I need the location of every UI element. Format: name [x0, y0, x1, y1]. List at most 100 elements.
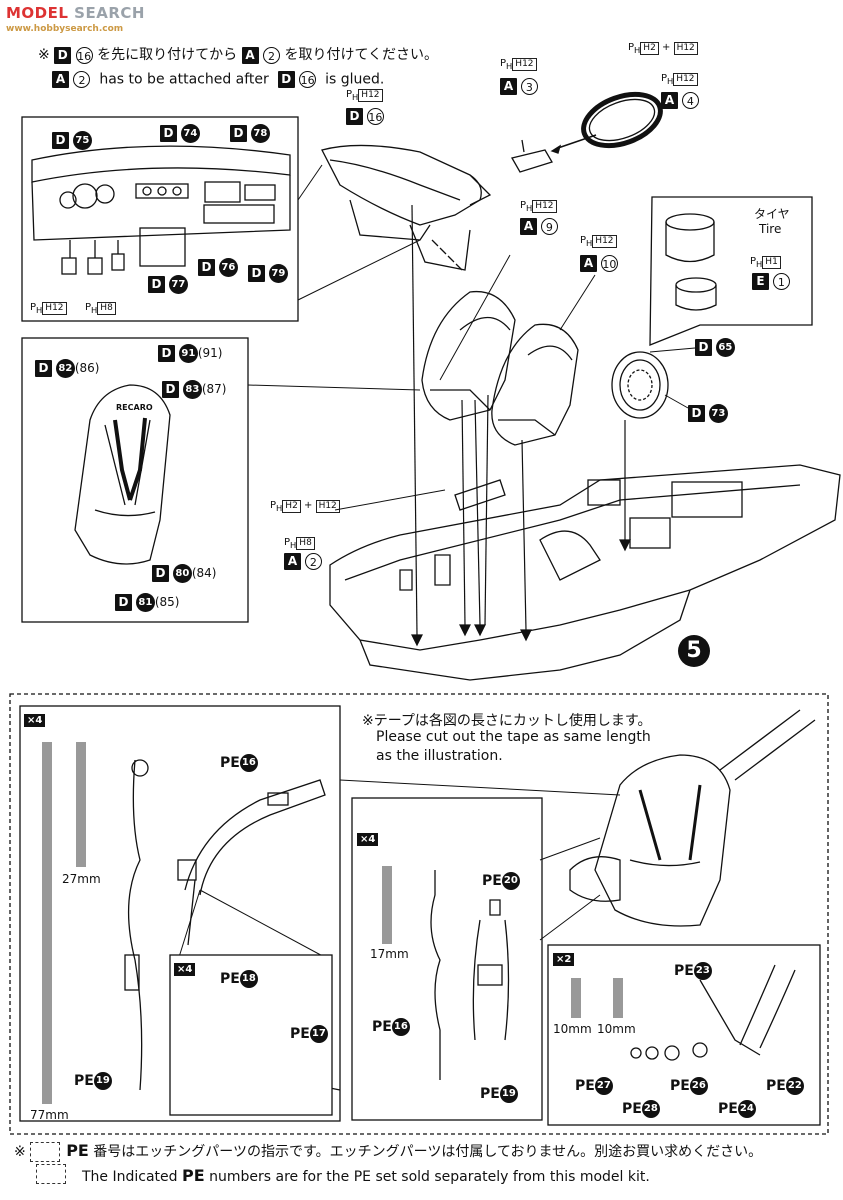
length-label: 27mm [62, 872, 101, 886]
multiplier-badge: ×4 [357, 833, 379, 846]
part-label-d81: D 81(85) [115, 593, 179, 612]
assembly-arrows [334, 204, 631, 647]
dashboard-drawing [321, 144, 492, 271]
part-label-d76: D 76 [198, 258, 238, 277]
tape-77mm [42, 742, 52, 1104]
note-mark: ※ [14, 1144, 26, 1160]
bottom-note-jp: ※ PE 番号はエッチングパーツの指示です。エッチングパーツは付属しておりません… [14, 1141, 762, 1162]
length-label: 10mm [553, 1022, 592, 1036]
seats-drawing [421, 290, 579, 446]
part-label-d82: D 82(86) [35, 359, 99, 378]
part-letter: D [277, 71, 295, 88]
multiplier-badge: ×4 [24, 714, 46, 727]
note-text: を先に取り付けてから [97, 47, 238, 63]
watermark-text: SEARCH [74, 4, 145, 22]
part-number: 2 [263, 46, 280, 64]
tape-10mm [613, 978, 623, 1018]
note-mark: ※ [38, 47, 50, 63]
tire-detail-box [611, 196, 813, 419]
part-letter: D [54, 46, 72, 64]
note-text: is glued. [325, 71, 385, 88]
seat-brand: RECARO [116, 403, 153, 412]
tire-label-en: Tire [759, 222, 782, 236]
pe-mark: PE [66, 1141, 89, 1160]
multiplier-badge: ×4 [174, 963, 196, 976]
pe-dashed-box [36, 1164, 66, 1184]
pe-dashed-box [30, 1142, 61, 1162]
part-label-d74: D 74 [160, 124, 200, 143]
length-label: 10mm [597, 1022, 636, 1036]
note-text: The Indicated [82, 1169, 178, 1185]
watermark-url: www.hobbysearch.com [6, 24, 124, 34]
part-label-d83: D 83(87) [162, 380, 226, 399]
part-label-d91: D 91(91) [158, 344, 222, 363]
pe-seat-drawing [569, 709, 816, 927]
note-text: を取り付けてください。 [284, 47, 439, 63]
length-label: 17mm [370, 947, 409, 961]
part-label-d78: D 78 [230, 124, 270, 143]
length-label: 77mm [30, 1108, 69, 1122]
part-label-d75: D 75 [52, 131, 92, 150]
car-body-drawing [329, 464, 841, 681]
multiplier-badge: ×2 [553, 953, 575, 966]
part-label-d65: D 65 [695, 338, 735, 357]
part-label-d16: D 16 [346, 108, 384, 125]
tire-label-jp: タイヤ [754, 207, 790, 221]
tape-27mm [76, 742, 86, 867]
note-text: has to be attached after [99, 71, 269, 88]
pe-mark: PE [182, 1166, 205, 1185]
note-text: numbers are for the PE set sold separate… [209, 1169, 650, 1185]
part-number: 2 [73, 71, 91, 88]
watermark-logo: MODEL [6, 4, 69, 22]
step-number: 5 [678, 635, 710, 667]
part-label-a10: A 10 [580, 255, 618, 272]
part-label-d79: D 79 [248, 264, 288, 283]
pe-section-frame [9, 693, 829, 1135]
tape-17mm [382, 866, 392, 944]
part-label-d73: D 73 [688, 404, 728, 423]
seat-detail-box [21, 337, 421, 623]
tape-note-jp: ※テープは各図の長さにカットし使用します。 [362, 713, 652, 729]
pe-box-1 [19, 705, 341, 1122]
part-label-d80: D 80(84) [152, 564, 216, 583]
watermark: MODEL SEARCH [6, 4, 145, 22]
tape-note-en-2: as the illustration. [376, 748, 503, 764]
part-label-a2: A 2 [284, 553, 322, 570]
part-label-a9: A 9 [520, 218, 558, 235]
bottom-note-en: The Indicated PE numbers are for the PE … [36, 1164, 650, 1185]
note-text: 番号はエッチングパーツの指示です。エッチングパーツは付属しておりません。別途お買… [93, 1144, 763, 1160]
part-label-d77: D 77 [148, 275, 188, 294]
steering-drawing [511, 91, 663, 173]
part-number: 16 [75, 46, 93, 64]
part-letter: A [52, 71, 69, 88]
note-jp: ※ D 16 を先に取り付けてから A 2 を取り付けてください。 [38, 44, 438, 64]
part-number: 16 [299, 71, 317, 88]
pe-box-3 [351, 797, 543, 1121]
pe-box-4 [547, 944, 821, 1126]
part-label-e1: E 1 [752, 273, 790, 290]
